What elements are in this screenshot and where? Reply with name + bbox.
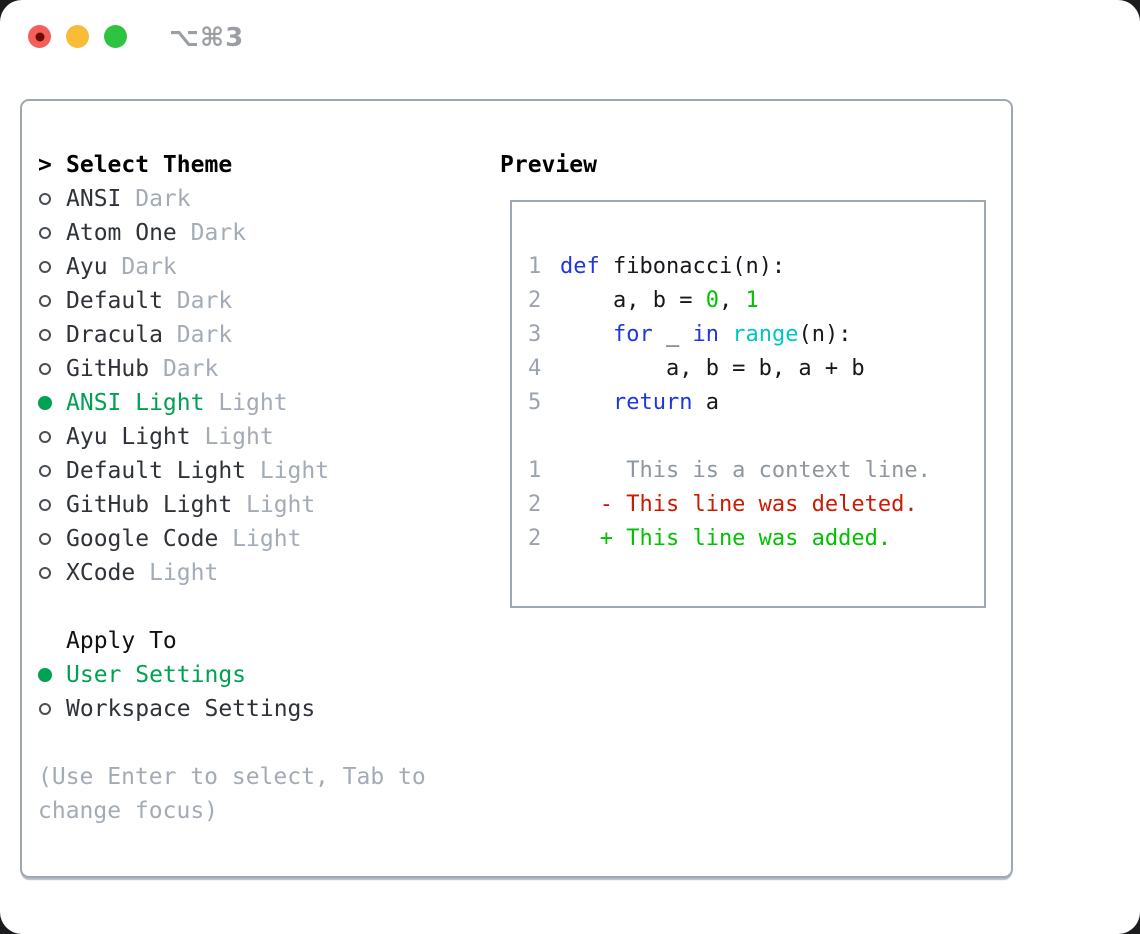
radio-icon <box>39 363 51 375</box>
code-text: - This line was deleted. <box>560 492 918 517</box>
theme-variant-tag: Dark <box>162 322 233 348</box>
traffic-lights <box>28 25 127 48</box>
select-theme-title: Select Theme <box>66 152 233 178</box>
theme-variant-tag: Light <box>204 390 288 416</box>
window-title-shortcut: ⌥⌘3 <box>169 23 245 53</box>
close-button[interactable] <box>28 25 51 48</box>
theme-option[interactable]: Dracula Dark <box>38 318 458 352</box>
radio-icon <box>39 431 51 443</box>
theme-name: ANSI <box>66 186 122 212</box>
theme-option[interactable]: GitHub Light Light <box>38 488 458 522</box>
zoom-button[interactable] <box>104 25 127 48</box>
theme-option[interactable]: Atom One Dark <box>38 216 458 250</box>
theme-option[interactable]: GitHub Dark <box>38 352 458 386</box>
radio-icon <box>39 261 51 273</box>
code-text: + This line was added. <box>560 526 892 551</box>
theme-option[interactable]: Ayu Light Light <box>38 420 458 454</box>
radio-selected-icon <box>38 396 52 410</box>
apply-to-header: Apply To <box>38 624 458 658</box>
theme-variant-tag: Dark <box>149 356 219 382</box>
theme-option[interactable]: ANSI Dark <box>38 182 458 216</box>
radio-icon <box>39 499 51 511</box>
line-number: 2 <box>528 288 542 313</box>
theme-name: ANSI Light <box>66 390 205 416</box>
code-text: for _ in range(n): <box>612 322 852 347</box>
code-text: return a <box>612 390 719 415</box>
apply-option-label: Workspace Settings <box>66 696 316 722</box>
code-line: 5 return a <box>528 386 974 420</box>
help-text: (Use Enter to select, Tab to change focu… <box>38 764 426 824</box>
line-number <box>528 420 560 454</box>
theme-name: GitHub <box>66 356 150 382</box>
theme-option[interactable]: Default Light Light <box>38 454 458 488</box>
line-number: 1 <box>528 254 542 279</box>
apply-option[interactable]: User Settings <box>38 658 458 692</box>
code-line: 2 a, b = 0, 1 <box>528 284 974 318</box>
line-number: 2 <box>528 492 542 517</box>
code-line: 2 + This line was added. <box>528 522 974 556</box>
code-line: 1 def fibonacci(n): <box>528 250 974 284</box>
apply-option[interactable]: Workspace Settings <box>38 692 458 726</box>
theme-option[interactable]: ANSI Light Light <box>38 386 458 420</box>
theme-name: Ayu Light <box>66 424 191 450</box>
theme-variant-tag: Light <box>218 526 302 552</box>
code-line: 4 a, b = b, a + b <box>528 352 974 386</box>
theme-name: Default Light <box>66 458 247 484</box>
line-number: 1 <box>528 458 542 483</box>
radio-icon <box>39 567 51 579</box>
theme-name: GitHub Light <box>66 492 233 518</box>
selection-caret-icon: > <box>38 152 52 178</box>
select-theme-header: > Select Theme <box>38 148 458 182</box>
radio-icon <box>39 193 51 205</box>
radio-icon <box>39 703 51 715</box>
line-number: 5 <box>528 390 542 415</box>
radio-icon <box>39 465 51 477</box>
theme-variant-tag: Dark <box>162 288 233 314</box>
theme-name: Atom One <box>66 220 177 246</box>
theme-name: Ayu <box>66 254 108 280</box>
theme-option[interactable]: XCode Light <box>38 556 458 590</box>
apply-to-title: Apply To <box>66 628 177 654</box>
radio-icon <box>39 329 51 341</box>
theme-name: Default <box>66 288 163 314</box>
radio-icon <box>39 533 51 545</box>
code-text: a, b = b, a + b <box>560 356 865 381</box>
code-line: 1 This is a context line. <box>528 454 974 488</box>
theme-name: Dracula <box>66 322 163 348</box>
theme-option[interactable]: Default Dark <box>38 284 458 318</box>
radio-icon <box>39 295 51 307</box>
theme-name: Google Code <box>66 526 219 552</box>
theme-option[interactable]: Google Code Light <box>38 522 458 556</box>
code-text: This is a context line. <box>560 458 931 483</box>
theme-variant-tag: Light <box>135 560 219 586</box>
radio-icon <box>39 227 51 239</box>
titlebar: ⌥⌘3 <box>0 0 1140 74</box>
code-line: 2 - This line was deleted. <box>528 488 974 522</box>
code-line: 3 for _ in range(n): <box>528 318 974 352</box>
code-text: def fibonacci(n): <box>560 254 786 279</box>
line-number: 4 <box>528 356 542 381</box>
preview-title: Preview <box>500 152 597 178</box>
line-number: 2 <box>528 526 542 551</box>
spacer <box>38 590 458 624</box>
code-line <box>528 420 974 454</box>
apply-option-label: User Settings <box>66 662 247 688</box>
code-text: a, b = 0, 1 <box>560 288 759 313</box>
theme-option[interactable]: Ayu Dark <box>38 250 458 284</box>
minimize-button[interactable] <box>66 25 89 48</box>
theme-variant-tag: Light <box>190 424 274 450</box>
theme-variant-tag: Light <box>246 458 330 484</box>
theme-variant-tag: Dark <box>176 220 247 246</box>
line-number: 3 <box>528 322 542 347</box>
radio-selected-icon <box>38 668 52 682</box>
theme-variant-tag: Light <box>232 492 316 518</box>
theme-variant-tag: Dark <box>121 186 191 212</box>
theme-variant-tag: Dark <box>107 254 177 280</box>
theme-name: XCode <box>66 560 136 586</box>
